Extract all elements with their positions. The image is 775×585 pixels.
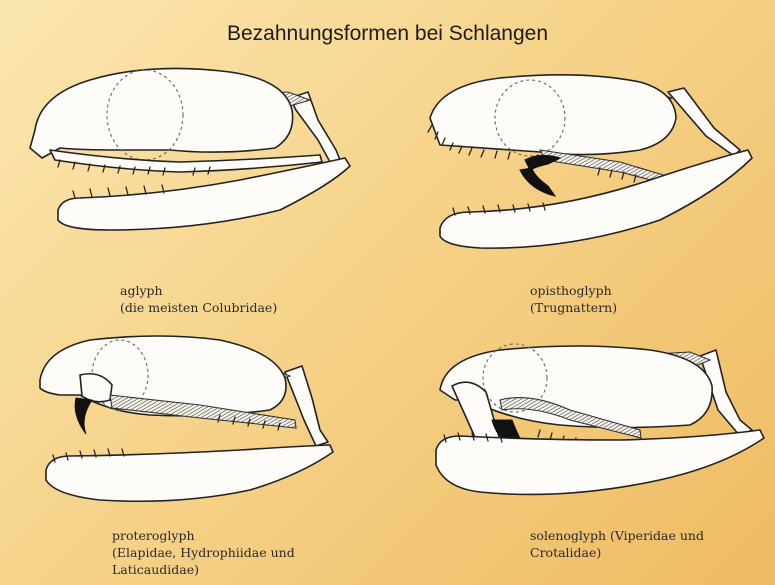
skull-solenoglyph: [436, 344, 764, 494]
caption-proteroglyph-species-2: Laticaudidae): [112, 561, 295, 578]
caption-opisthoglyph: opisthoglyph (Trugnattern): [530, 282, 617, 316]
caption-solenoglyph-name: solenoglyph (Viperidae und: [530, 527, 704, 544]
skull-aglyph: [30, 68, 350, 230]
caption-opisthoglyph-species: (Trugnattern): [530, 299, 617, 316]
caption-proteroglyph: proteroglyph (Elapidae, Hydrophiidae und…: [112, 527, 295, 578]
caption-aglyph-species: (die meisten Colubridae): [120, 299, 277, 316]
caption-aglyph-name: aglyph: [120, 282, 277, 299]
caption-proteroglyph-name: proteroglyph: [112, 527, 295, 544]
skull-opisthoglyph: [428, 75, 752, 248]
caption-opisthoglyph-name: opisthoglyph: [530, 282, 617, 299]
caption-solenoglyph: solenoglyph (Viperidae und Crotalidae): [530, 527, 704, 561]
caption-aglyph: aglyph (die meisten Colubridae): [120, 282, 277, 316]
skull-proteroglyph: [40, 336, 333, 501]
caption-proteroglyph-species: (Elapidae, Hydrophiidae und: [112, 544, 295, 561]
caption-solenoglyph-species: Crotalidae): [530, 544, 704, 561]
